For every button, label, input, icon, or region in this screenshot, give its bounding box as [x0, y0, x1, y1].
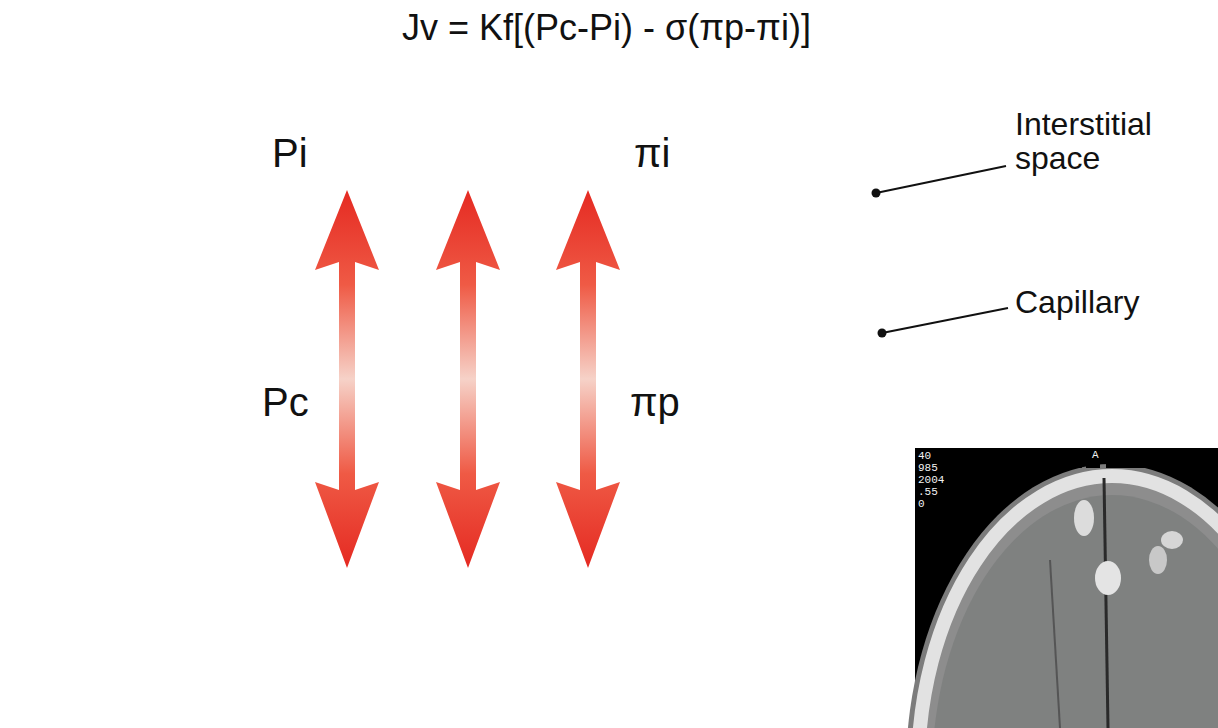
- leader-dot: [872, 189, 881, 198]
- double-arrow-group: [315, 190, 620, 568]
- hemorrhage: [1161, 531, 1183, 549]
- scan-annotation: 2004: [918, 475, 944, 487]
- cylinder-end: [815, 87, 965, 723]
- interstitial-cylinder: Pi πiPc πp: [0, 85, 965, 725]
- cylinder-body: [0, 87, 965, 723]
- skull-bone: [918, 476, 1218, 728]
- tube-edge: [60, 323, 878, 485]
- scan-annotation: .55: [918, 487, 938, 499]
- part-label: Capillary: [1015, 286, 1205, 320]
- tube-body: [60, 323, 878, 485]
- hemorrhage: [1074, 500, 1094, 536]
- leader-line: [882, 308, 1008, 333]
- tube-lumen: [873, 392, 887, 416]
- leader-line: [876, 166, 1006, 193]
- part-label: Interstitial space: [1015, 108, 1205, 175]
- scalp: [906, 464, 1218, 728]
- brain: [932, 495, 1218, 728]
- scan-annotation: 0: [918, 499, 925, 511]
- scan-annotation: 40: [918, 451, 931, 463]
- hemorrhage: [1149, 546, 1167, 574]
- endothelial-cell: [95, 446, 161, 484]
- pressure-symbol: Pc: [262, 382, 309, 422]
- hemorrhage: [1095, 561, 1121, 595]
- pressure-symbol: Pi: [272, 133, 308, 173]
- tube-outline: [60, 322, 900, 486]
- scan-annotation: 985: [918, 463, 938, 475]
- cylinder-outline: [0, 85, 965, 725]
- leader-dot: [878, 329, 887, 338]
- double-arrow: [556, 190, 620, 568]
- sulcus: [1050, 560, 1060, 728]
- midline: [1104, 478, 1108, 728]
- tube-end: [858, 323, 898, 485]
- endothelial-cell: [95, 324, 161, 362]
- double-arrow: [436, 190, 500, 568]
- endothelial-cell: [680, 434, 800, 484]
- cylinder-end: [0, 87, 150, 723]
- pressure-symbol: πp: [630, 382, 680, 422]
- endothelial-cell: [680, 324, 800, 374]
- air-pockets: [1062, 454, 1148, 468]
- equation-title: Jv = Kf[(Pc-Pi) - σ(πp-πi)]: [402, 8, 811, 48]
- capillary-tube: Pc πp: [60, 322, 900, 486]
- orientation-marker: A: [1092, 450, 1099, 462]
- double-arrow: [315, 190, 379, 568]
- pressure-symbol: πi: [634, 133, 670, 173]
